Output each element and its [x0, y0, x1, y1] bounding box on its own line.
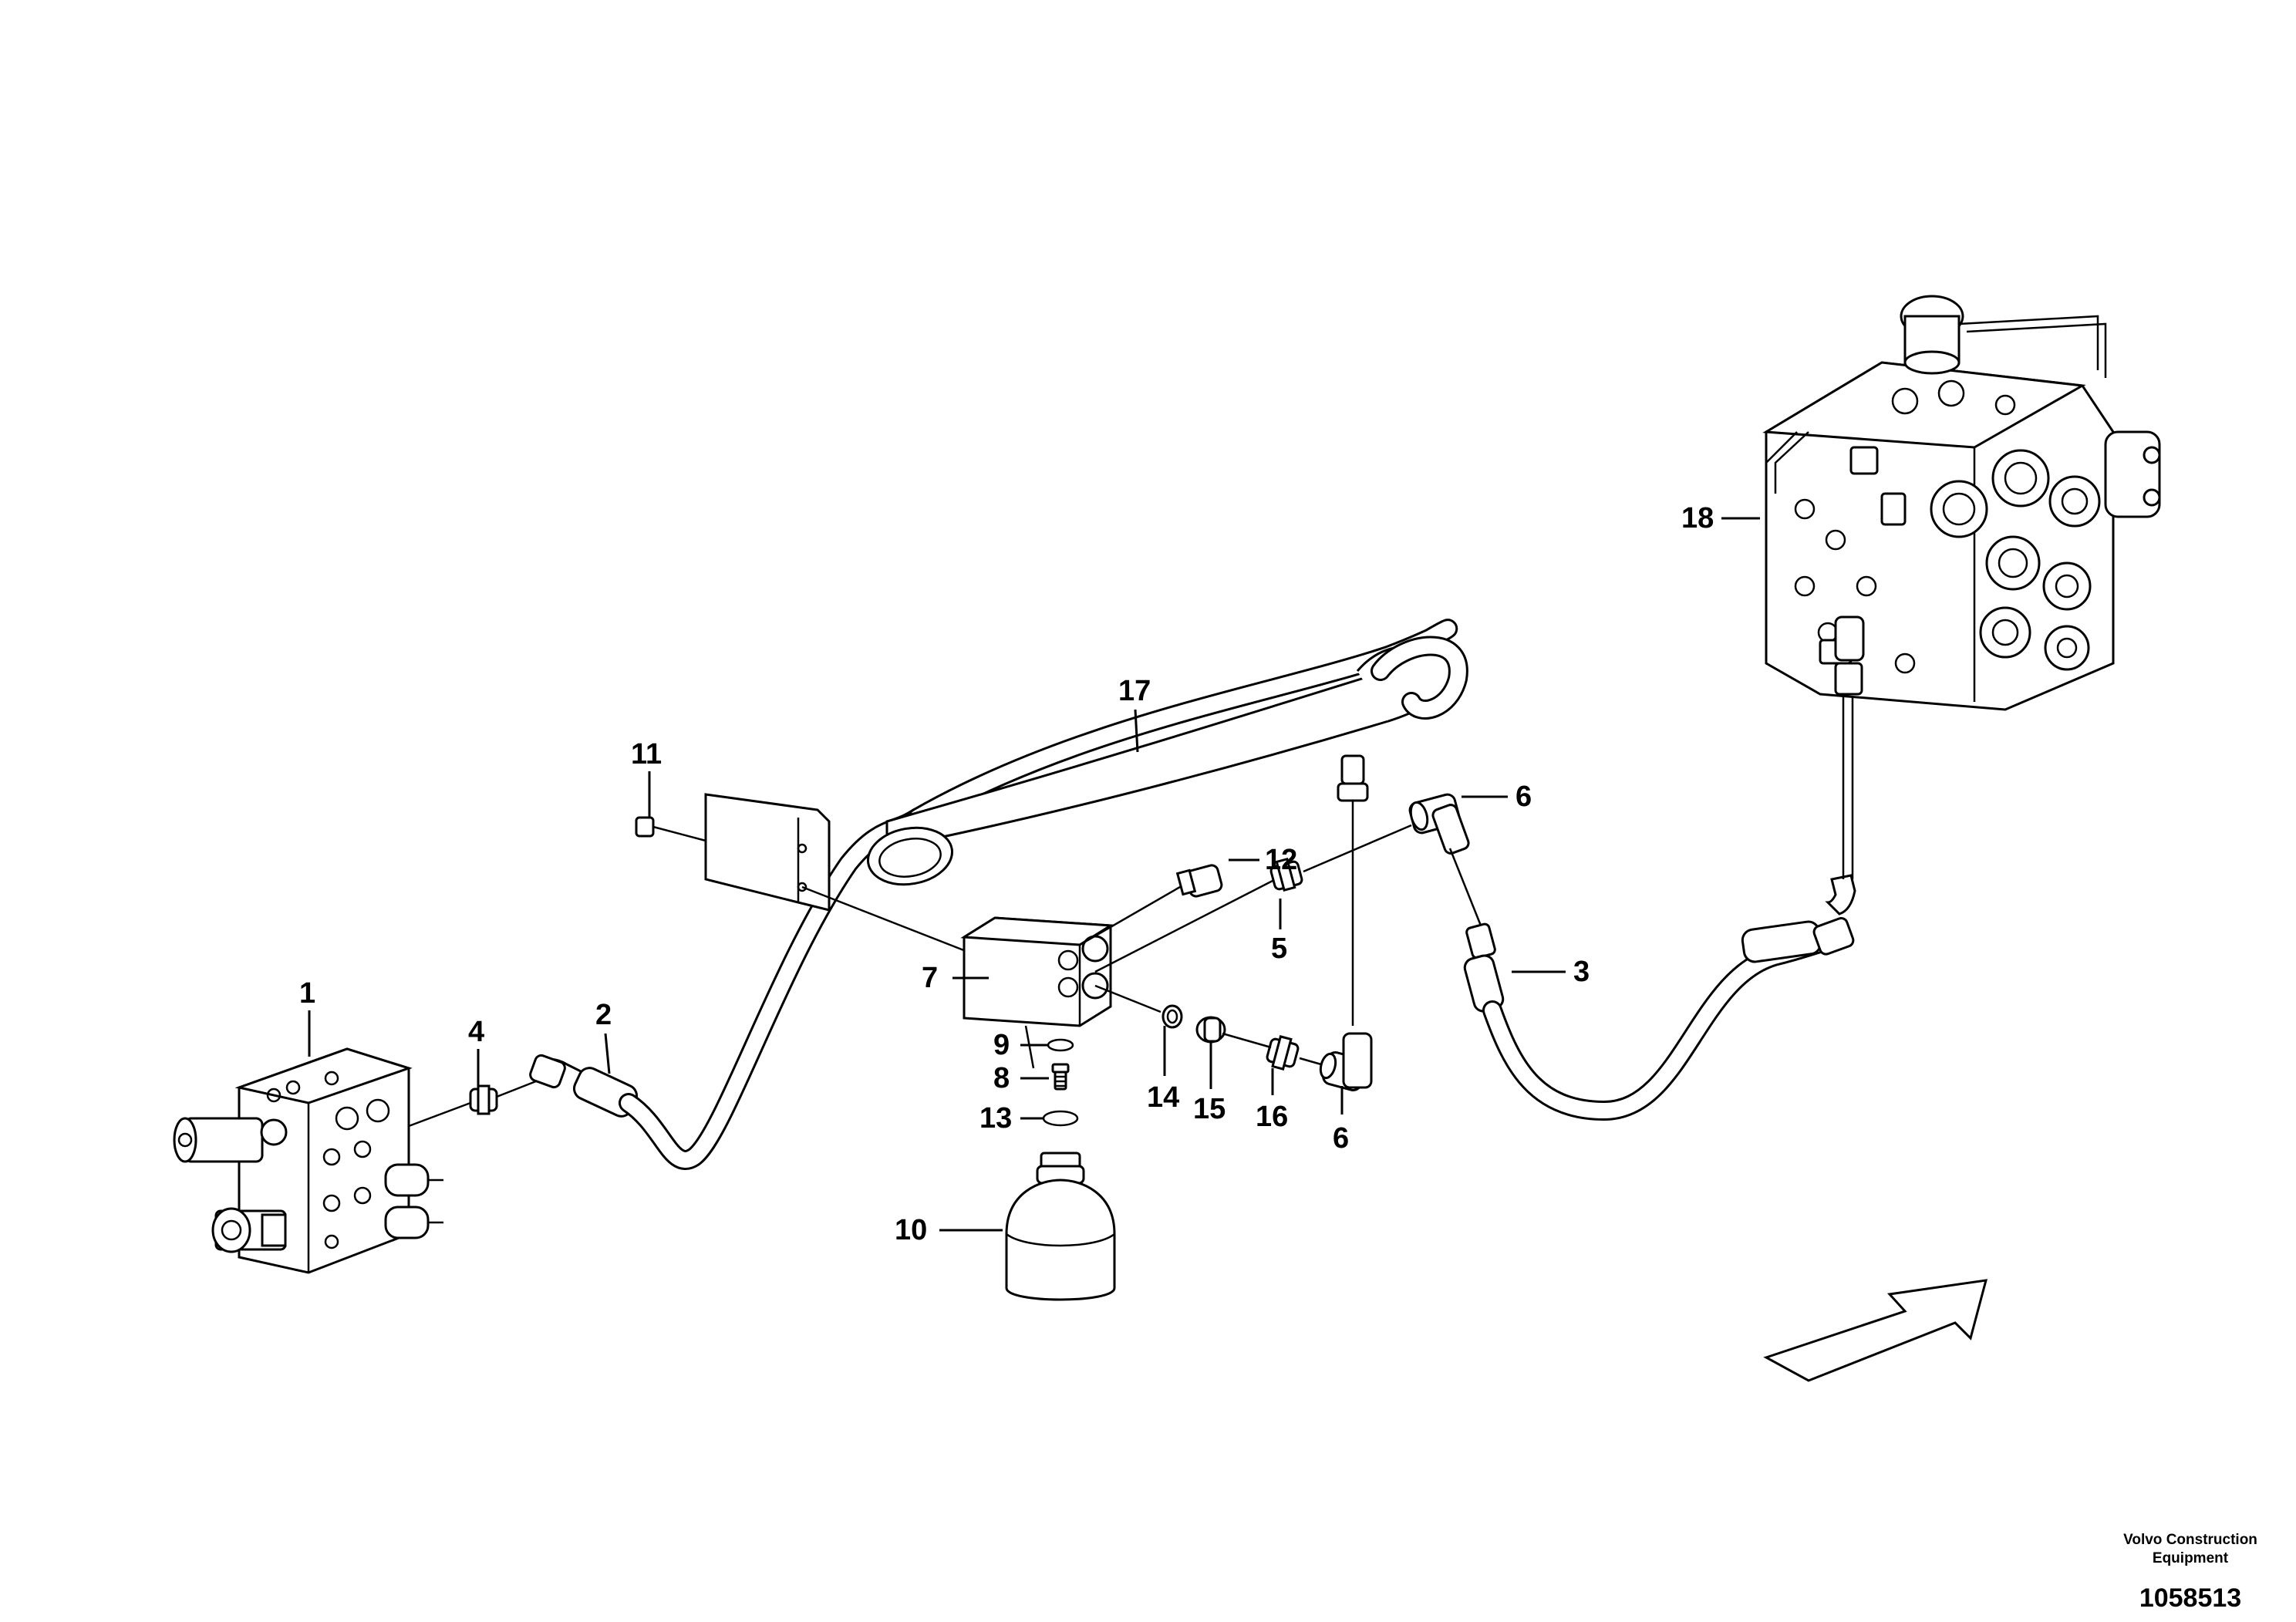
fitting-5-part: [1094, 824, 1412, 973]
seal-ring-9-part: [1047, 1038, 1074, 1052]
callout-10: 10: [895, 1214, 927, 1246]
seal-ring-14-part: [1094, 984, 1183, 1029]
callout-8: 8: [993, 1062, 1010, 1094]
callout-7: 7: [922, 962, 938, 994]
company-name-line-2: Equipment: [2152, 1550, 2229, 1566]
callout-3: 3: [1573, 956, 1590, 988]
callout-15: 15: [1193, 1093, 1226, 1125]
plug-8-part: [1051, 1063, 1070, 1091]
arrow-icon: [1763, 1279, 1988, 1382]
callout-17: 17: [1118, 675, 1151, 707]
plug-15-part: [1195, 1016, 1226, 1044]
callout-12: 12: [1265, 844, 1297, 876]
callout-13: 13: [979, 1102, 1012, 1135]
hose-sleeve-part: [866, 619, 1468, 1026]
callout-14: 14: [1147, 1081, 1179, 1114]
fitting-16-part: [1222, 1032, 1327, 1071]
valve-block-part: [173, 1047, 471, 1274]
callout-16: 16: [1256, 1101, 1288, 1133]
hose-part: [529, 808, 928, 1170]
callout-labels: 1 2 3 4 5 6 6 7 8 9 10 11 12 13 14 15 16…: [299, 502, 1714, 1246]
reference-number: 1058513: [2139, 1583, 2242, 1613]
control-valve-part: [1762, 295, 2161, 711]
accumulator-10-part: [1005, 1152, 1116, 1301]
leader-lines: [308, 517, 1760, 1232]
bracket-part: [635, 793, 980, 958]
callout-5: 5: [1271, 932, 1287, 965]
elbow-6-lower-part: [1319, 1032, 1373, 1092]
callout-11: 11: [631, 738, 662, 771]
adapter-fitting-part: [469, 1078, 541, 1115]
callout-9: 9: [993, 1029, 1010, 1061]
callout-4: 4: [468, 1016, 484, 1048]
elbow-6-upper-part: [1408, 793, 1482, 926]
company-name: Volvo Construction Equipment: [2082, 1531, 2296, 1568]
callout-2: 2: [595, 999, 612, 1031]
distribution-block-part: [960, 916, 1114, 1069]
callout-1: 1: [299, 977, 315, 1010]
fitting-12-part: [1079, 864, 1223, 946]
o-ring-13-part: [1042, 1110, 1079, 1127]
callout-6-lower: 6: [1333, 1122, 1349, 1155]
hose-3-part: [1463, 694, 1856, 1121]
company-name-line-1: Volvo Construction: [2123, 1532, 2257, 1548]
callout-6-upper: 6: [1515, 781, 1532, 813]
callout-18: 18: [1681, 502, 1714, 534]
